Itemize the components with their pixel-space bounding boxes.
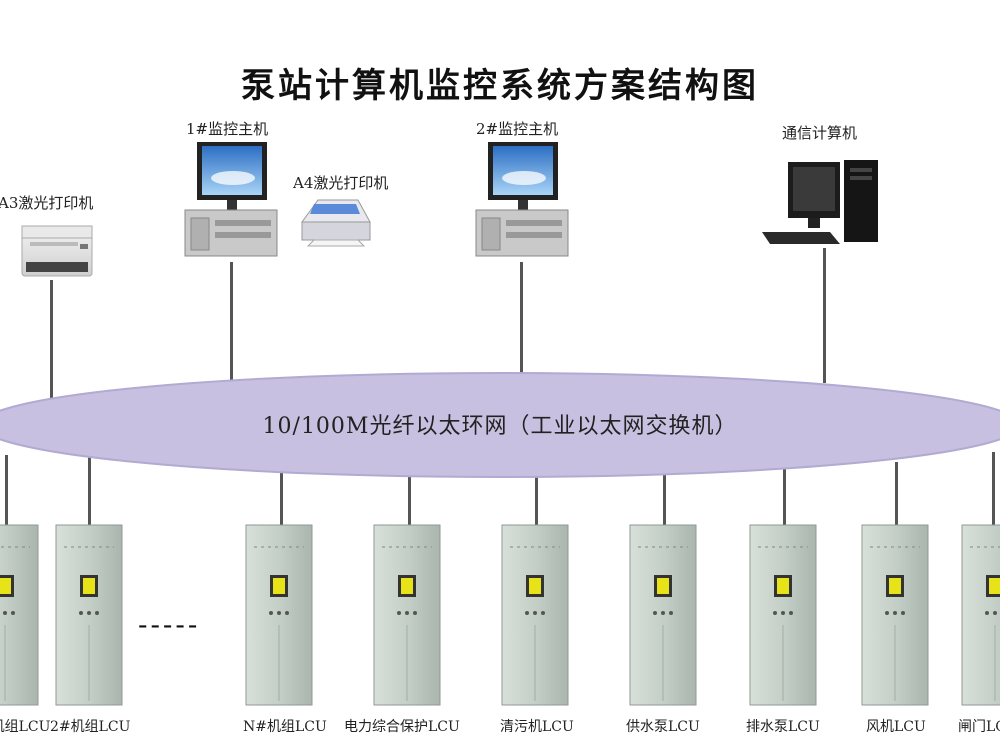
link-cab-supply bbox=[663, 470, 666, 525]
cabinet-gate bbox=[961, 524, 1000, 706]
cabinet-gate-label: 闸门LCU bbox=[958, 719, 1000, 735]
ellipsis-dashes: ----- bbox=[138, 608, 201, 641]
link-comm-pc bbox=[823, 248, 826, 383]
link-host-2 bbox=[520, 262, 523, 377]
link-cab-fan bbox=[895, 462, 898, 525]
link-a3-printer bbox=[50, 280, 53, 398]
workstation-icon bbox=[475, 142, 569, 257]
comm-pc-label: 通信计算机 bbox=[782, 124, 858, 142]
cabinet-drain bbox=[749, 524, 817, 706]
cabinet-drain-label: 排水泵LCU bbox=[746, 719, 820, 735]
cabinet-power bbox=[373, 524, 441, 706]
a3-printer-label: A3激光打印机 bbox=[0, 194, 94, 212]
cabinet-supply-label: 供水泵LCU bbox=[626, 719, 700, 735]
cabinet-supply bbox=[629, 524, 697, 706]
workstation-icon bbox=[184, 142, 278, 257]
cabinet-clean bbox=[501, 524, 569, 706]
cabinet-clean-label: 清污机LCU bbox=[500, 719, 574, 735]
link-cab-power bbox=[408, 472, 411, 525]
link-cab-1 bbox=[5, 455, 8, 525]
network-label: 10/100M光纤以太环网（工业以太网交换机） bbox=[262, 414, 738, 439]
cabinet-n bbox=[245, 524, 313, 706]
host-1-label: 1#监控主机 bbox=[186, 120, 269, 138]
link-cab-gate bbox=[992, 452, 995, 525]
cabinet-fan-label: 风机LCU bbox=[866, 719, 926, 735]
a4-printer-label: A4激光打印机 bbox=[293, 174, 389, 192]
cabinet-fan bbox=[861, 524, 929, 706]
laser-printer-icon bbox=[21, 225, 93, 277]
cabinet-n-label: N#机组LCU bbox=[243, 719, 327, 735]
link-cab-n bbox=[280, 468, 283, 525]
link-cab-clean bbox=[535, 472, 538, 525]
desktop-printer-icon bbox=[301, 199, 371, 247]
host-2-label: 2#监控主机 bbox=[476, 120, 559, 138]
cabinet-2 bbox=[55, 524, 123, 706]
cabinet-2-label: 2#机组LCU bbox=[50, 719, 131, 735]
cabinet-1 bbox=[0, 524, 39, 706]
cabinet-power-label: 电力综合保护LCU bbox=[344, 719, 460, 735]
diagram-title: 泵站计算机监控系统方案结构图 bbox=[241, 66, 759, 106]
link-cab-2 bbox=[88, 455, 91, 525]
tower-pc-icon bbox=[762, 160, 878, 244]
link-cab-drain bbox=[783, 468, 786, 525]
link-host-1 bbox=[230, 262, 233, 380]
cabinet-1-label: 1#机组LCU bbox=[0, 719, 51, 735]
